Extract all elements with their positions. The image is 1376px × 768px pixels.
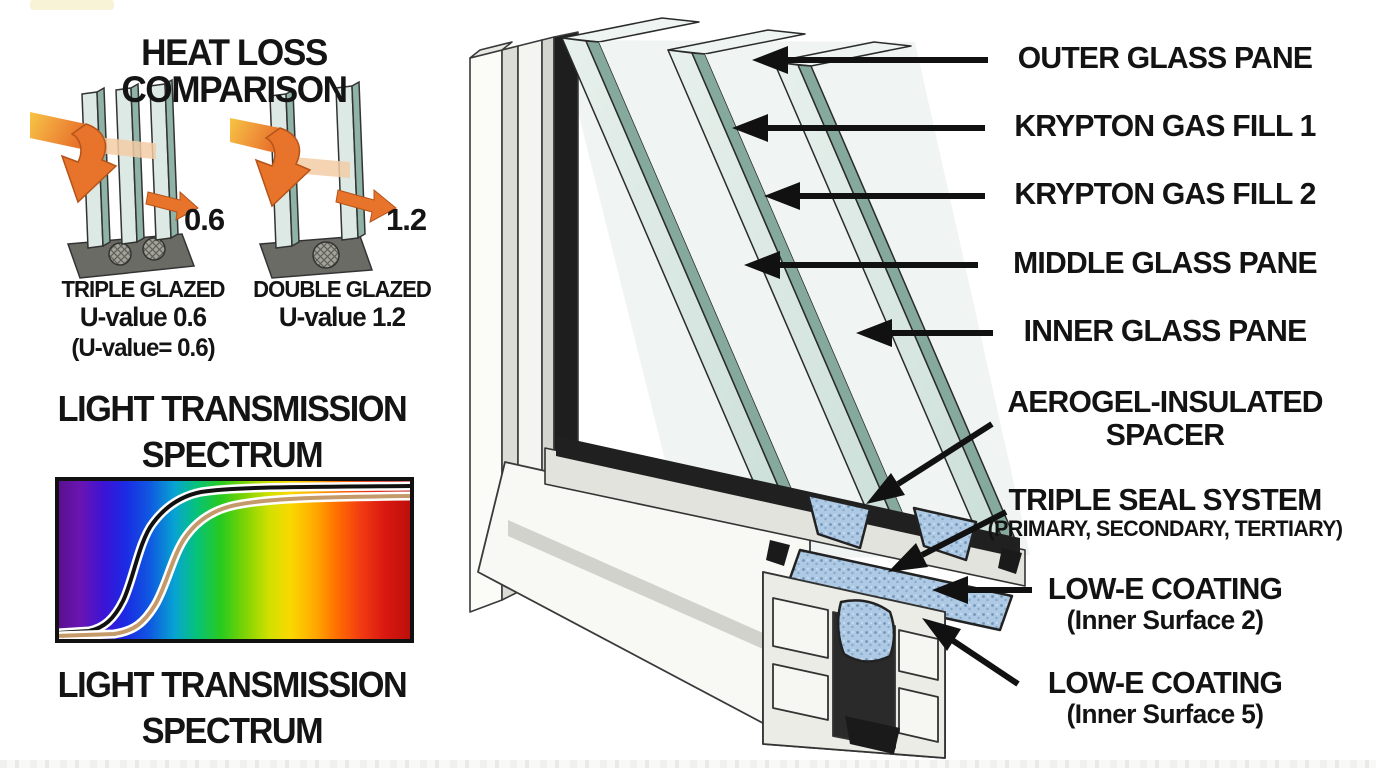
arrow-inner-glass-pane [856,319,993,347]
mini2-exit-arrow [335,188,397,223]
mini3-spacer-1 [108,242,132,266]
heat-loss-title: HEAT LOSS COMPARISON [121,32,348,110]
mini2-spacer [312,241,340,269]
arrow-low-e-2 [932,576,1032,604]
spectrum-title-top-line2: SPECTRUM [141,434,324,476]
inner-glass-pane [561,17,805,518]
inner-pane-cap [561,17,700,43]
callout-low-e-2: LOW-E COATING (Inner Surface 2) [964,571,1366,635]
insulation-core [836,599,896,663]
arrow-krypton-gas-1 [732,114,985,142]
callout-outer-glass-pane-text: OUTER GLASS PANE [1017,40,1313,75]
arrow-krypton-gas-2 [764,182,985,210]
seal-nub-right [998,548,1022,574]
triple-uvalue-arrow-label: 0.6 [184,202,225,237]
callout-middle-glass-pane: MIDDLE GLASS PANE [964,245,1366,280]
sill-front-groove [508,520,806,668]
top-edge-smudge [30,0,114,10]
mini3-heat-arrow [30,112,199,221]
double-glazed-caption: DOUBLE GLAZED U-value 1.2 [246,276,438,333]
arrow-outer-glass-pane [752,46,988,74]
bottom-edge-artifact-strip [0,760,1376,768]
arrow-middle-glass-pane [744,251,978,279]
callout-krypton-gas-1: KRYPTON GAS FILL 1 [964,108,1366,143]
middle-glass-pane [667,29,911,530]
callout-triple-seal-line2: (PRIMARY, SECONDARY, TERTIARY) [987,515,1343,541]
callout-aerogel-spacer: AEROGEL-INSULATED SPACER [964,384,1366,452]
aerogel-spacer-bar [786,548,1014,632]
callout-krypton-gas-1-text: KRYPTON GAS FILL 1 [1014,108,1316,143]
chamber-2 [772,663,829,721]
callout-low-e-5-line1: LOW-E COATING [1047,665,1283,700]
transmission-curve-black [59,484,410,635]
triple-glazed-caption: TRIPLE GLAZED U-value 0.6 (U-value= 0.6) [33,276,254,363]
chamber-1 [772,597,829,659]
spectrum-title-top-line1: LIGHT TRANSMISSION [57,388,408,429]
spectrum-title-bottom: LIGHT TRANSMISSION SPECTRUM [40,662,424,754]
callout-low-e-2-line1: LOW-E COATING [1047,571,1283,606]
double-glazed-name: DOUBLE GLAZED [253,276,432,302]
callout-aerogel-line1: AEROGEL-INSULATED [1007,384,1323,419]
seal-nub-left [766,540,790,566]
arrow-triple-seal [888,509,1008,572]
transmission-curve-tan [59,494,410,638]
mini-double-glazed-diagram [230,80,397,279]
chamber-3 [898,629,939,681]
callout-krypton-gas-2: KRYPTON GAS FILL 2 [964,176,1366,211]
callout-arrows [732,46,1032,687]
spectrum-title-top: LIGHT TRANSMISSION SPECTRUM [40,386,424,478]
callout-aerogel-line2: SPACER [1105,416,1225,452]
krypton-gap-2 [705,54,979,537]
callout-middle-glass-pane-text: MIDDLE GLASS PANE [1013,245,1317,280]
arrow-aerogel-spacer [866,421,994,504]
glazing-unit [469,17,1030,759]
double-uvalue-arrow-label: 1.2 [386,202,427,237]
transmission-curves [59,481,410,639]
sill-cut-face [762,571,946,759]
callout-low-e-5-line2: (Inner Surface 5) [1066,698,1264,729]
callout-inner-glass-pane: INNER GLASS PANE [964,313,1366,348]
spectrum-chart [55,477,414,643]
spectrum-title-bottom-line1: LIGHT TRANSMISSION [57,664,408,705]
callout-triple-seal: TRIPLE SEAL SYSTEM (PRIMARY, SECONDARY, … [964,482,1366,541]
arrow-low-e-5 [922,618,1020,687]
callout-outer-glass-pane: OUTER GLASS PANE [964,40,1366,75]
chamber-4 [898,687,939,743]
aerogel-spacer [786,493,1014,632]
callout-triple-seal-line1: TRIPLE SEAL SYSTEM [1008,482,1323,517]
triple-glazed-name: TRIPLE GLAZED [61,276,226,302]
double-glazed-uvalue: U-value 1.2 [278,302,406,333]
krypton-gap-1 [599,42,873,525]
mini3-exit-arrow [145,190,199,221]
mini-triple-glazed-diagram [30,78,199,279]
callout-krypton-gas-2-text: KRYPTON GAS FILL 2 [1014,176,1316,211]
callout-inner-glass-pane-text: INNER GLASS PANE [1023,313,1308,348]
glazing-gasket [556,436,1020,558]
callout-low-e-2-line2: (Inner Surface 2) [1066,604,1264,635]
mini3-spacer-2 [142,237,166,261]
spectrum-title-bottom-line2: SPECTRUM [141,710,324,752]
callout-low-e-5: LOW-E COATING (Inner Surface 5) [964,665,1366,729]
mini2-heat-arrow [230,118,397,223]
triple-glazed-uvalue: U-value 0.6 [79,302,207,333]
triple-glazed-uvalue-paren: (U-value= 0.6) [71,334,215,363]
bottom-gasket [845,716,900,754]
